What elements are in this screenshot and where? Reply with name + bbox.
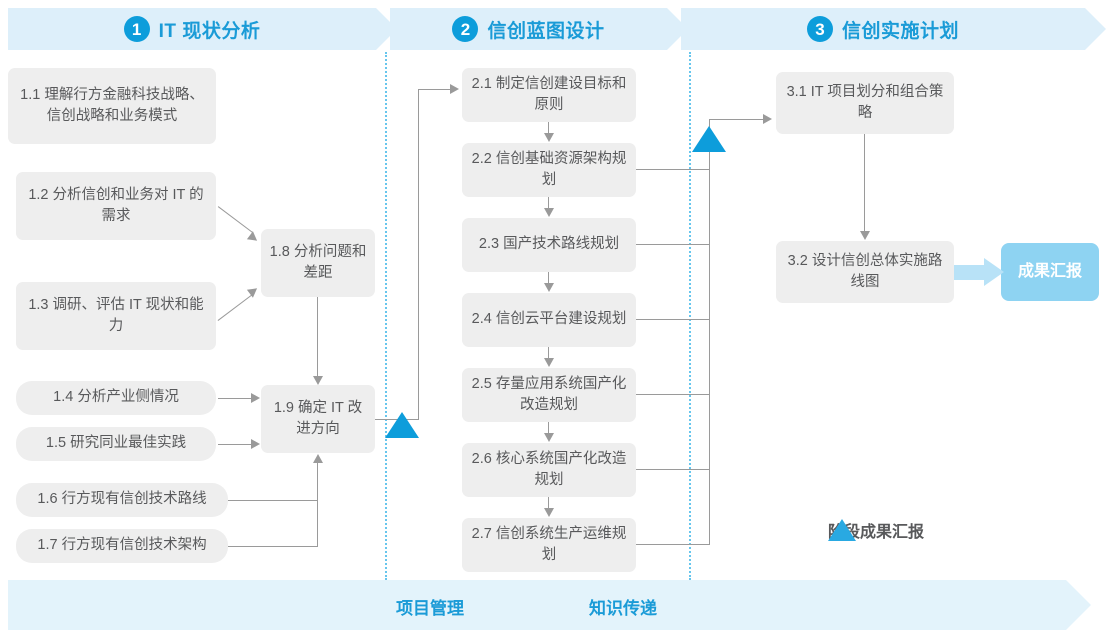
connector-2-6-to-bus (636, 469, 710, 471)
connector-2-2-to-2-3-arrowhead (544, 208, 554, 217)
connector-2-2-to-bus (636, 169, 710, 171)
phase2-right-bus-vertical (709, 119, 711, 545)
task-box-1-3[interactable]: 1.3 调研、评估 IT 现状和能力 (16, 282, 216, 350)
connector-1-7-to-bus (228, 546, 318, 548)
connector-2-5-to-bus (636, 394, 710, 396)
task-box-2-2[interactable]: 2.2 信创基础资源架构规划 (462, 143, 636, 197)
task-box-1-5[interactable]: 1.5 研究同业最佳实践 (16, 427, 216, 461)
connector-1-8-to-1-9 (317, 297, 319, 376)
task-box-2-4[interactable]: 2.4 信创云平台建设规划 (462, 293, 636, 347)
connector-1-2-to-1-8 (217, 206, 254, 234)
connector-bus-1-6-1-7-vertical (317, 462, 319, 547)
bottom-band-chevron-icon (1066, 580, 1091, 630)
connector-bus-to-3-1 (709, 119, 764, 121)
legend: 阶段成果汇报 (828, 518, 924, 542)
connector-2-4-to-bus (636, 319, 710, 321)
task-box-3-1[interactable]: 3.1 IT 项目划分和组合策略 (776, 72, 954, 134)
task-box-2-7[interactable]: 2.7 信创系统生产运维规划 (462, 518, 636, 572)
phase-3-title: 信创实施计划 (841, 20, 959, 42)
result-report-box[interactable]: 成果汇报 (1001, 243, 1099, 301)
phase-1-number: 1 (123, 16, 150, 42)
task-box-1-4[interactable]: 1.4 分析产业侧情况 (16, 381, 216, 415)
phase-band-2: 2 信创蓝图设计 (390, 8, 688, 50)
task-box-1-1[interactable]: 1.1 理解行方金融科技战略、信创战略和业务模式 (8, 68, 216, 144)
connector-2-6-to-2-7 (548, 497, 550, 509)
connector-1-4-to-1-9 (218, 398, 252, 400)
phase-2-number: 2 (452, 16, 479, 42)
connector-1-8-to-1-9-arrowhead (313, 376, 323, 385)
phase-band-3: 3 信创实施计划 (681, 8, 1106, 50)
milestone-triangle-phase1-icon (385, 412, 419, 438)
task-box-2-1[interactable]: 2.1 制定信创建设目标和原则 (462, 68, 636, 122)
result-report-label: 成果汇报 (1017, 262, 1082, 280)
phase-band-1: 1 IT 现状分析 (8, 8, 397, 50)
bottom-label-project-management: 项目管理 (396, 599, 464, 618)
connector-bus-to-3-1-arrowhead (763, 114, 772, 124)
connector-2-3-to-2-4-arrowhead (544, 283, 554, 292)
connector-1-6-to-bus (228, 500, 318, 502)
bottom-label-knowledge-transfer: 知识传递 (589, 599, 657, 618)
connector-bus-to-1-9-arrowhead (313, 454, 323, 463)
connector-2-3-to-bus (636, 244, 710, 246)
connector-2-1-to-2-2-arrowhead (544, 133, 554, 142)
connector-2-1-to-2-2 (548, 122, 550, 134)
connector-1-2-to-1-8-arrowhead (246, 231, 261, 245)
legend-triangle-up-icon (828, 519, 856, 541)
task-box-3-2[interactable]: 3.2 设计信创总体实施路线图 (776, 241, 954, 303)
phase-3-number: 3 (806, 16, 833, 42)
connector-1-5-to-1-9 (218, 444, 252, 446)
column-divider-1 (385, 52, 387, 580)
column-divider-2 (689, 52, 691, 580)
task-box-1-7[interactable]: 1.7 行方现有信创技术架构 (16, 529, 228, 563)
task-box-1-6[interactable]: 1.6 行方现有信创技术路线 (16, 483, 228, 517)
connector-1-5-to-1-9-arrowhead (251, 439, 260, 449)
connector-2-6-to-2-7-arrowhead (544, 508, 554, 517)
task-box-2-3[interactable]: 2.3 国产技术路线规划 (462, 218, 636, 272)
task-box-1-8[interactable]: 1.8 分析问题和差距 (261, 229, 375, 297)
task-box-1-9[interactable]: 1.9 确定 IT 改进方向 (261, 385, 375, 453)
connector-1-9-to-phase2-h2 (418, 89, 451, 91)
connector-2-5-to-2-6-arrowhead (544, 433, 554, 442)
connector-2-3-to-2-4 (548, 272, 550, 284)
task-box-1-2[interactable]: 1.2 分析信创和业务对 IT 的需求 (16, 172, 216, 240)
connector-1-4-to-1-9-arrowhead (251, 393, 260, 403)
task-box-2-6[interactable]: 2.6 核心系统国产化改造规划 (462, 443, 636, 497)
bottom-band (8, 580, 1091, 630)
connector-2-4-to-2-5-arrowhead (544, 358, 554, 367)
connector-2-4-to-2-5 (548, 347, 550, 359)
connector-3-1-to-3-2-arrowhead (860, 231, 870, 240)
connector-2-7-to-bus (636, 544, 710, 546)
connector-1-3-to-1-8 (217, 292, 256, 322)
task-box-2-5[interactable]: 2.5 存量应用系统国产化改造规划 (462, 368, 636, 422)
connector-3-1-to-3-2 (864, 134, 866, 232)
connector-2-2-to-2-3 (548, 197, 550, 209)
phase-1-title: IT 现状分析 (158, 20, 261, 42)
connector-1-9-to-phase2-v (418, 89, 420, 420)
connector-2-5-to-2-6 (548, 422, 550, 434)
result-block-arrow-icon (954, 258, 1004, 286)
phase-2-title: 信创蓝图设计 (487, 20, 605, 42)
phase-band-3-chevron-icon (1085, 8, 1106, 50)
connector-to-2-1-arrowhead (450, 84, 459, 94)
milestone-triangle-phase2-icon (692, 126, 726, 152)
